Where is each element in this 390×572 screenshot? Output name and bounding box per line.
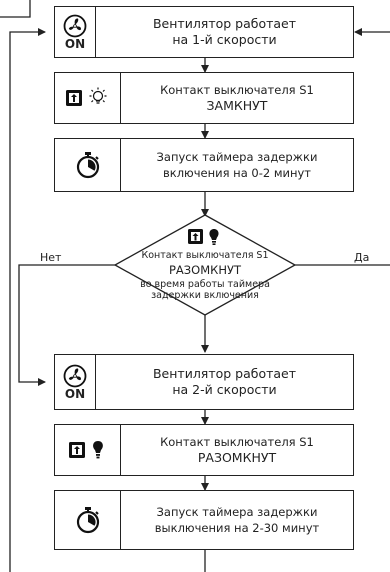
- process-box-fan-speed-2: ON Вентилятор работает на 2-й скорости: [54, 354, 354, 410]
- decision-diamond: [113, 214, 297, 316]
- box-line-2: ЗАМКНУТ: [206, 98, 268, 113]
- fan-on-icon: ON: [55, 355, 96, 409]
- left-feedback-arrow: [9, 28, 46, 572]
- box-line-2: включения на 0-2 минут: [162, 166, 312, 180]
- timer-icon: [55, 491, 121, 549]
- box-line-2: на 1-й скорости: [172, 32, 277, 47]
- box-line-1: Вентилятор работает: [152, 16, 297, 31]
- box-line-2: РАЗОМКНУТ: [197, 450, 277, 465]
- on-label: ON: [64, 37, 86, 51]
- decision-line-1: Контакт выключателя S1: [141, 250, 269, 261]
- box-line-2: на 2-й скорости: [172, 382, 277, 397]
- decision-line-2: РАЗОМКНУТ: [169, 263, 241, 277]
- top-left-corner-line: [0, 0, 31, 18]
- fan-icon: [63, 14, 87, 38]
- decision-line-3: во время работы таймера: [140, 279, 270, 290]
- no-branch-arrow: [18, 264, 115, 386]
- lamp-lit-icon: [89, 87, 106, 104]
- process-box-timer-on-delay: Запуск таймера задержки включения на 0-2…: [54, 138, 354, 192]
- switch-lamp-off-icon: [55, 425, 121, 475]
- process-box-fan-speed-1: ON Вентилятор работает на 1-й скорости: [54, 6, 354, 58]
- process-box-switch-open: Контакт выключателя S1 РАЗОМКНУТ: [54, 424, 354, 476]
- process-box-timer-off-delay: Запуск таймера задержки выключения на 2-…: [54, 490, 354, 550]
- box-line-1: Запуск таймера задержки: [156, 505, 318, 519]
- box-line-1: Вентилятор работает: [152, 366, 297, 381]
- no-label: Нет: [40, 251, 62, 264]
- box-line-1: Запуск таймера задержки: [156, 150, 318, 164]
- on-label: ON: [64, 387, 86, 401]
- timer-icon: [55, 139, 121, 191]
- box-line-1: Контакт выключателя S1: [160, 83, 314, 97]
- box-line-2: выключения на 2-30 минут: [154, 521, 320, 535]
- switch-lamp-off-icon: [188, 229, 219, 245]
- fan-icon: [63, 364, 87, 388]
- process-box-switch-closed: Контакт выключателя S1 ЗАМКНУТ: [54, 72, 354, 124]
- switch-lamp-lit-icon: [55, 73, 121, 123]
- fan-on-icon: ON: [55, 7, 96, 57]
- box-line-1: Контакт выключателя S1: [160, 435, 314, 449]
- lamp-off-icon: [92, 441, 103, 453]
- decision-line-4: задержки включения: [151, 290, 259, 301]
- yes-label: Да: [354, 251, 370, 264]
- decision-text: Контакт выключателя S1 РАЗОМКНУТ во врем…: [115, 250, 295, 301]
